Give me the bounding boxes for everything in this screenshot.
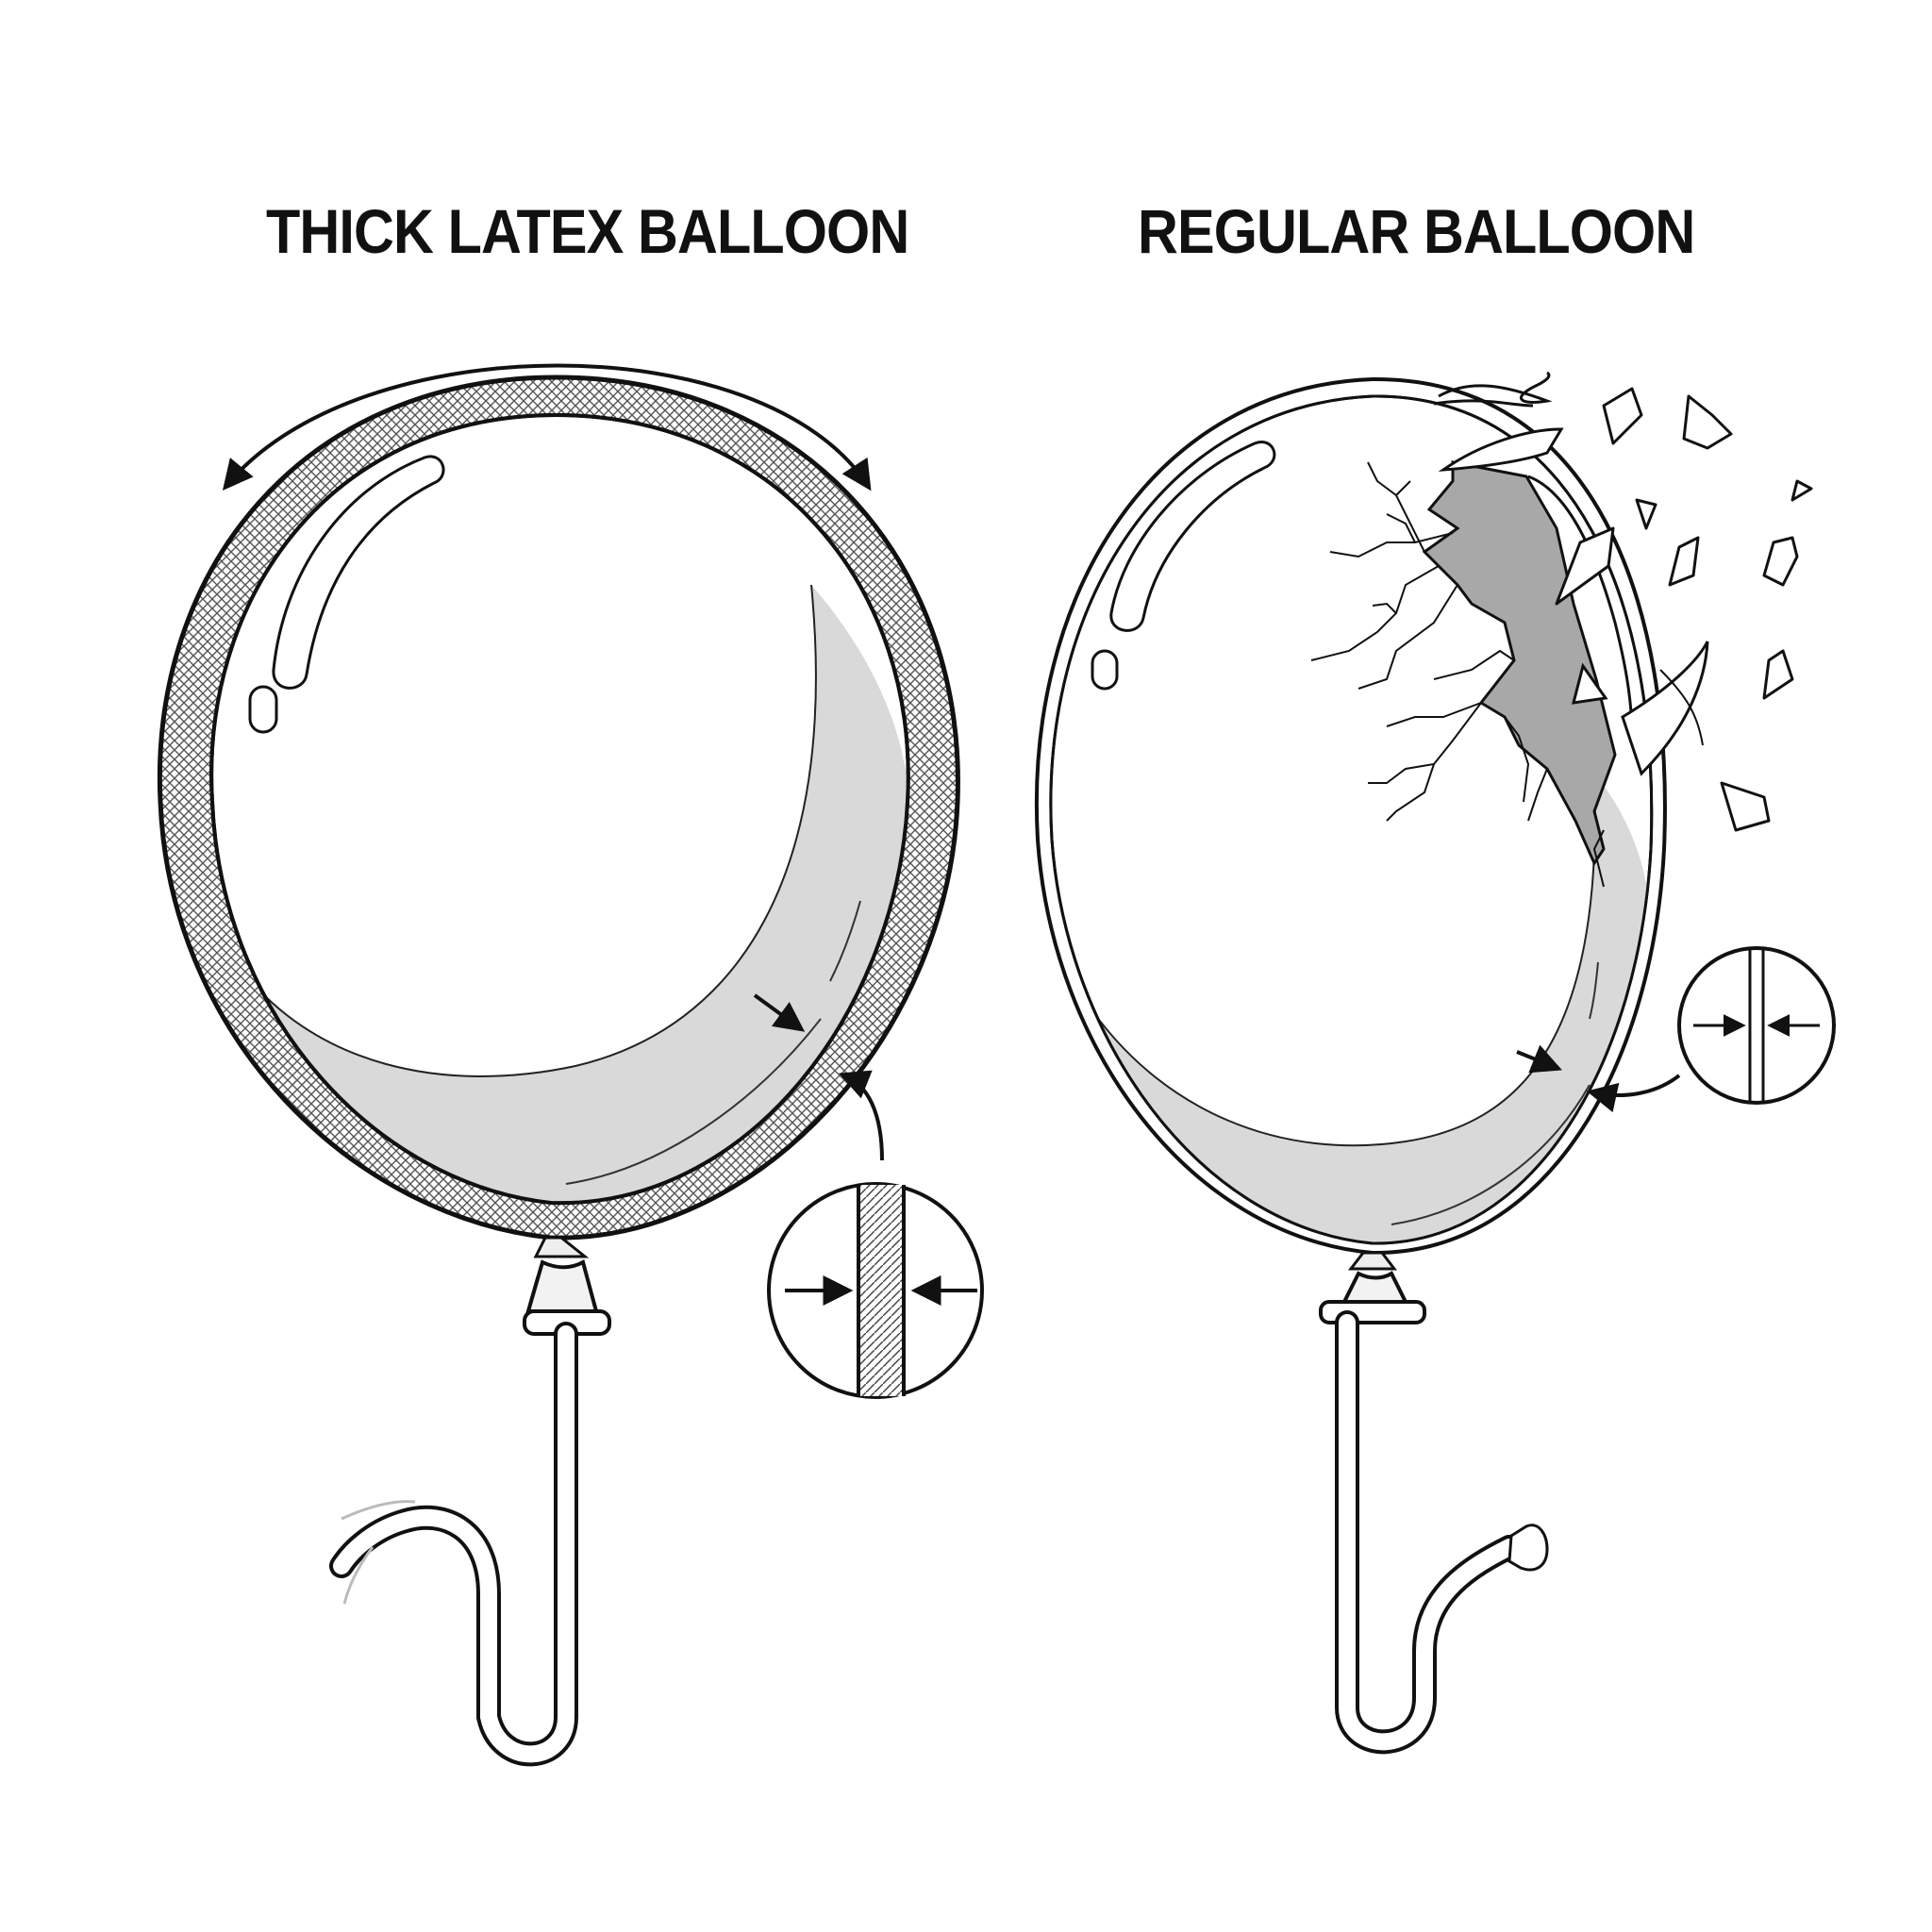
burst-hole — [1422, 460, 1617, 867]
thick-balloon-highlight-dot — [248, 685, 278, 734]
crack-lines — [1310, 461, 1605, 888]
regular-balloon-knot — [1319, 1251, 1426, 1324]
regular-balloon-highlight-dot — [1091, 649, 1119, 691]
torn-flap-side — [1621, 641, 1709, 776]
torn-flap-top — [1438, 427, 1564, 472]
thick-balloon-knot — [523, 1236, 611, 1336]
regular-balloon-shading — [1085, 774, 1651, 1244]
regular-balloon-highlight — [1109, 441, 1276, 632]
thick-wall-cross-section-detail — [767, 1182, 984, 1399]
regular-balloon-title: REGULAR BALLOON — [1138, 196, 1695, 266]
thin-wall-cross-section-detail — [1677, 946, 1836, 1105]
flying-shards — [1555, 387, 1813, 832]
thick-latex-balloon-title: THICK LATEX BALLOON — [266, 196, 909, 266]
thick-balloon-shading — [236, 585, 908, 1204]
stretch-arrow — [222, 363, 872, 491]
regular-balloon — [1034, 371, 1836, 1755]
thick-latex-balloon — [157, 363, 984, 1767]
